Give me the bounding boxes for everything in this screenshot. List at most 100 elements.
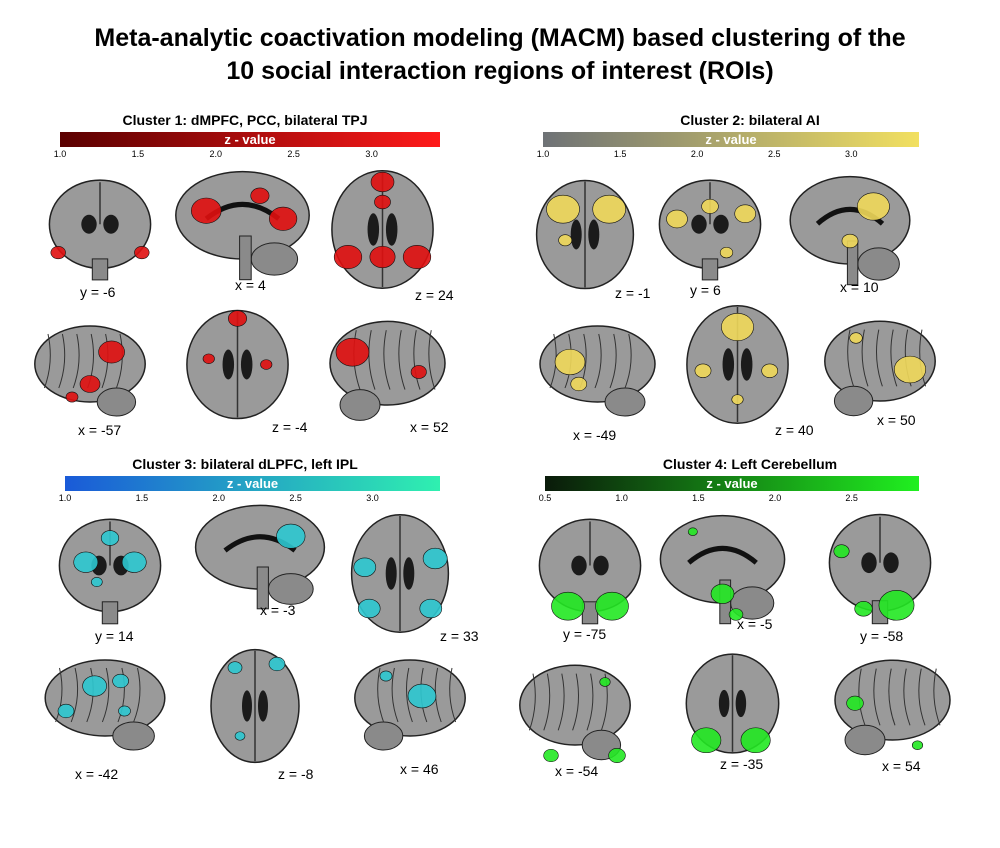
brain-slice-axial [350,514,450,633]
activation-blob [234,731,246,741]
activation-blob [250,187,270,204]
colorbar-tick-label: 2.5 [287,149,300,159]
cluster-3-panel: Cluster 3: bilateral dLPFC, left IPL z -… [10,456,480,796]
activation-blob [121,551,147,573]
activation-blob [595,591,629,621]
activation-blob [90,577,103,587]
brain-outline [48,179,152,281]
activation-blob [65,391,79,403]
brain-slice-lateral-right [834,659,951,756]
activation-blob [410,365,427,379]
activation-blob [369,245,396,269]
activation-blob [701,198,719,214]
activation-blob [878,590,915,621]
activation-blob [734,204,756,223]
activation-blob [857,192,890,221]
activation-blob [599,677,611,687]
panel-title: Cluster 2: bilateral AI [680,112,820,128]
activation-blob [374,194,391,210]
brain-slice-lateral-right [354,659,466,751]
activation-blob [276,523,306,549]
slice-coordinate-label: x = 10 [840,279,879,295]
activation-blob [551,591,585,621]
activation-blob [379,670,393,682]
brain-slice-coronal [828,513,932,625]
slice-coordinate-label: x = 52 [410,419,449,435]
activation-blob [419,598,443,619]
colorbar-tick-label: 1.5 [131,149,145,159]
activation-blob [719,246,734,259]
panel-title: Cluster 1: dMPFC, PCC, bilateral TPJ [122,112,368,128]
brain-outline [186,309,289,420]
colorbar-tick-label: 0.5 [538,493,552,503]
brain-slice-coronal [58,518,162,625]
brain-slice-lateral-right [824,320,936,417]
colorbar-tick-label: 2.5 [845,493,858,503]
activation-blob [849,332,863,344]
brain-outline [789,175,911,286]
activation-blob [570,376,588,392]
activation-blob [833,544,850,559]
brain-slice-coronal [658,179,762,281]
slice-coordinate-label: y = 6 [690,282,721,298]
activation-blob [112,673,129,689]
brain-slice-coronal [48,179,152,281]
slice-coordinate-label: x = -49 [573,427,617,443]
brain-slice-axial [210,648,300,764]
figure-title: Meta-analytic coactivation modeling (MAC… [0,22,1000,88]
activation-blob [666,209,688,229]
colorbar-tick-label: 3.0 [366,493,379,503]
panel-title: Cluster 3: bilateral dLPFC, left IPL [132,456,358,472]
activation-blob [558,234,573,247]
figure-title-line-1: Meta-analytic coactivation modeling (MAC… [94,24,906,52]
activation-blob [546,194,580,224]
colorbar-tick-label: 2.0 [768,493,782,503]
activation-blob [694,363,712,378]
brain-slice-lateral-left [519,664,631,763]
brain-outline [44,659,166,751]
activation-blob [134,246,150,260]
colorbar-tick-label: 2.0 [212,493,226,503]
activation-blob [370,171,395,193]
activation-blob [227,310,247,327]
brain-slice-sagittal [175,170,310,281]
activation-blob [202,353,215,364]
activation-blob [911,740,924,751]
colorbar-tick-label: 1.5 [135,493,149,503]
activation-blob [687,527,698,536]
slice-coordinate-label: x = -5 [737,616,773,632]
colorbar-tick-label: 1.5 [692,493,705,503]
activation-blob [721,313,754,341]
brain-outline [659,514,786,625]
activation-blob [761,363,779,378]
colorbar-tick-label: 2.0 [690,149,704,159]
colorbar: z - value [543,132,919,147]
brain-slice-axial [535,179,635,290]
brain-slice-coronal [538,518,642,625]
slice-coordinate-label: x = -54 [555,763,599,779]
activation-blob [402,244,432,270]
activation-blob [268,656,286,672]
activation-blob [82,675,107,697]
activation-blob [854,600,873,617]
activation-blob [190,197,222,224]
colorbar: z - value [60,132,440,147]
activation-blob [608,748,626,763]
colorbar-label: z - value [706,476,758,491]
activation-blob [98,340,125,364]
activation-blob [260,359,273,370]
brain-slice-axial [186,309,289,420]
brain-outline [828,513,932,625]
activation-blob [731,394,744,405]
slice-coordinate-label: z = -8 [278,766,314,782]
brain-slice-axial [331,170,434,289]
panel-title: Cluster 4: Left Cerebellum [662,456,838,472]
activation-blob [728,608,744,621]
slice-coordinate-label: x = 54 [882,758,921,774]
brain-outline [210,648,300,764]
brain-outline [539,325,656,417]
slice-coordinate-label: z = 24 [415,287,454,303]
